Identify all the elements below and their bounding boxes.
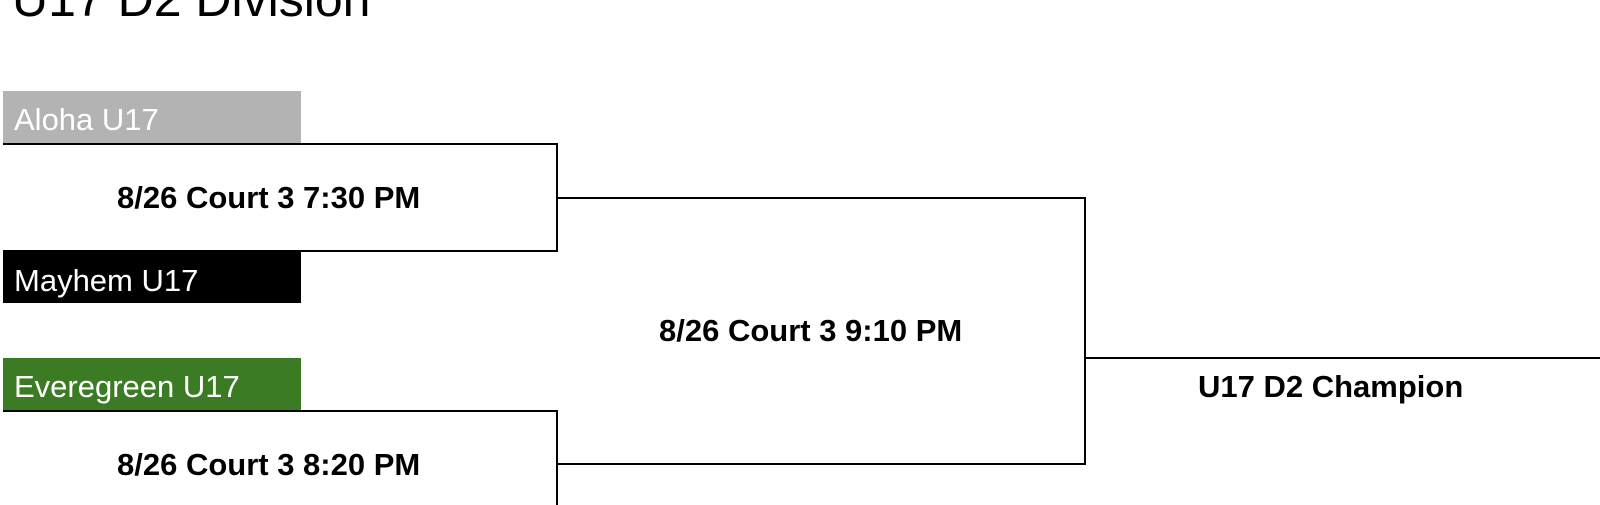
champion-label: U17 D2 Champion	[1198, 369, 1464, 404]
champion-line	[1084, 357, 1600, 359]
game2-label: 8/26 Court 3 8:20 PM	[117, 447, 421, 482]
game1-label: 8/26 Court 3 7:30 PM	[117, 180, 421, 215]
final-bottom-line	[556, 463, 1086, 465]
division-title: U17 D2 Division	[12, 0, 370, 26]
team-evergreen: Everegreen U17	[3, 358, 301, 411]
game1-bottom-line	[3, 250, 558, 252]
game1-top-line	[3, 143, 558, 145]
final-vertical-line	[1084, 197, 1086, 465]
game2-vertical-line	[556, 410, 558, 505]
game2-top-line	[3, 410, 558, 412]
team-aloha: Aloha U17	[3, 91, 301, 143]
final-label: 8/26 Court 3 9:10 PM	[659, 313, 963, 348]
team-mayhem: Mayhem U17	[3, 252, 301, 303]
final-top-line	[556, 197, 1086, 199]
